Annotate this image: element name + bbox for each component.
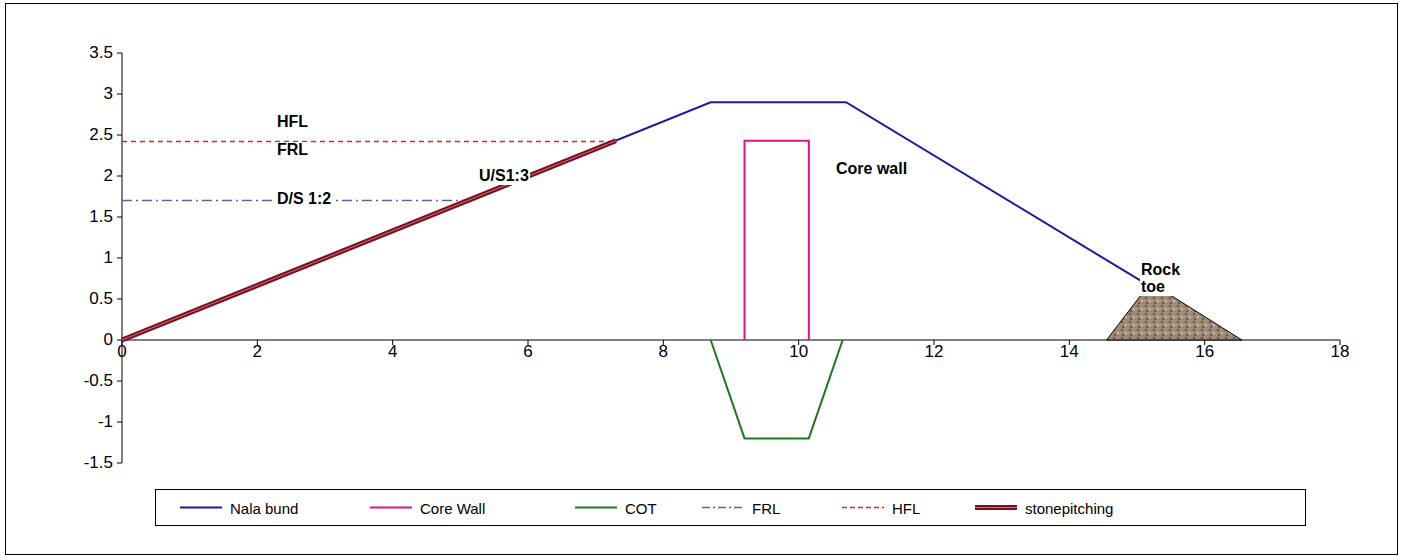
tick-mark xyxy=(117,258,122,259)
axis-tick-label: 3.5 xyxy=(89,44,113,62)
tick-mark xyxy=(117,381,122,382)
legend-text: Core Wall xyxy=(420,499,485,516)
tick-mark xyxy=(117,463,122,464)
tick-mark xyxy=(117,299,122,300)
plot-area xyxy=(117,53,1340,463)
annotation: D/S 1:2 xyxy=(276,191,332,208)
axis-tick-label: 2 xyxy=(253,343,262,361)
axis-tick-label: 2.5 xyxy=(89,126,113,144)
axis-tick-label: 18 xyxy=(1331,343,1350,361)
tick-mark xyxy=(117,53,122,54)
tick-mark xyxy=(117,94,122,95)
legend-box xyxy=(156,490,1306,526)
chart-border xyxy=(6,4,1398,555)
tick-mark xyxy=(117,217,122,218)
legend-text: stonepitching xyxy=(1025,499,1113,516)
axis-tick-label: 1.5 xyxy=(89,208,113,226)
cut-off-trench xyxy=(711,340,843,438)
legend-text: COT xyxy=(625,499,657,516)
annotation: FRL xyxy=(276,142,309,159)
axis-tick-label: 2 xyxy=(104,167,113,185)
nala-bund xyxy=(122,102,1151,340)
tick-mark xyxy=(117,340,122,341)
axis-tick-label: 3 xyxy=(104,85,113,103)
annotation: U/S1:3 xyxy=(478,168,530,185)
legend-sample xyxy=(370,507,412,509)
annotation: Core wall xyxy=(835,161,908,178)
axis-tick-label: 1 xyxy=(104,249,113,267)
annotation: Rock toe xyxy=(1140,262,1188,296)
axis-tick-label: 6 xyxy=(523,343,532,361)
legend-sample xyxy=(575,507,617,509)
legend-sample xyxy=(975,505,1017,510)
legend-sample xyxy=(180,507,222,509)
axis-tick-label: 4 xyxy=(388,343,397,361)
hfl-line xyxy=(122,141,616,143)
axis-tick-label: 0 xyxy=(104,331,113,349)
axis-tick-label: 10 xyxy=(789,343,808,361)
stone-pitching xyxy=(122,141,616,340)
tick-mark xyxy=(117,135,122,136)
legend-text: HFL xyxy=(892,499,920,516)
legend-text: Nala bund xyxy=(230,499,298,516)
tick-mark xyxy=(117,176,122,177)
axis-tick-label: -0.5 xyxy=(84,372,113,390)
axis-tick-label: 14 xyxy=(1060,343,1079,361)
axis-tick-label: 8 xyxy=(659,343,668,361)
tick-mark xyxy=(117,422,122,423)
core-wall xyxy=(745,141,809,340)
axis-tick-label: 0.5 xyxy=(89,290,113,308)
legend-symbols xyxy=(180,507,1017,508)
legend-sample xyxy=(702,507,744,509)
axis-tick-label: -1.5 xyxy=(84,454,113,472)
annotation: HFL xyxy=(276,114,309,131)
legend-sample xyxy=(975,507,1017,508)
axis-tick-label: 0 xyxy=(117,343,126,361)
stone-pitching xyxy=(122,141,616,340)
legend-sample xyxy=(842,507,884,509)
axis-tick-label: 16 xyxy=(1195,343,1214,361)
legend-text: FRL xyxy=(752,499,780,516)
axis-tick-label: -1 xyxy=(98,413,113,431)
axis-tick-label: 12 xyxy=(925,343,944,361)
